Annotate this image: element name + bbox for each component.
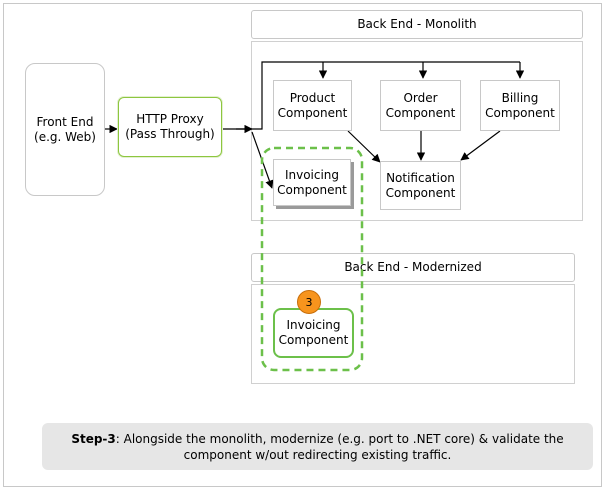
front-end-node: Front End (e.g. Web)	[25, 63, 105, 196]
order-component: Order Component	[380, 80, 461, 131]
step-badge-text: 3	[305, 295, 313, 309]
product-component: Product Component	[273, 80, 352, 131]
step-note-body: : Alongside the monolith, modernize (e.g…	[115, 431, 564, 462]
billing-component: Billing Component	[480, 80, 560, 131]
invoicing-component-monolith-label: Invoicing Component	[277, 167, 347, 197]
invoicing-highlight	[260, 146, 364, 372]
edge-billing-notification	[460, 130, 501, 161]
front-end-label: Front End (e.g. Web)	[34, 114, 96, 144]
edge-product-notification	[347, 130, 381, 163]
step-note-text: Step-3: Alongside the monolith, moderniz…	[68, 431, 568, 463]
modernized-title: Back End - Modernized	[251, 253, 575, 282]
billing-component-label: Billing Component	[485, 90, 555, 120]
edge-bus-top	[236, 61, 520, 130]
http-proxy-node: HTTP Proxy (Pass Through)	[118, 97, 222, 157]
monolith-title: Back End - Monolith	[251, 10, 583, 39]
invoicing-component-monolith: Invoicing Component	[273, 159, 351, 206]
http-proxy-label: HTTP Proxy (Pass Through)	[125, 112, 215, 141]
modernized-title-text: Back End - Modernized	[344, 260, 482, 274]
order-component-label: Order Component	[385, 90, 456, 120]
diagram-frame	[3, 3, 602, 487]
step-note-label: Step-3	[71, 431, 116, 446]
notification-component-label: Notification Component	[385, 170, 456, 200]
invoicing-component-modernized: Invoicing Component	[273, 308, 354, 358]
invoicing-component-modernized-label: Invoicing Component	[278, 318, 349, 347]
monolith-title-text: Back End - Monolith	[357, 17, 477, 31]
product-component-label: Product Component	[277, 90, 348, 120]
step-note: Step-3: Alongside the monolith, moderniz…	[42, 423, 593, 470]
notification-component: Notification Component	[380, 161, 461, 210]
step-badge: 3	[297, 290, 321, 314]
